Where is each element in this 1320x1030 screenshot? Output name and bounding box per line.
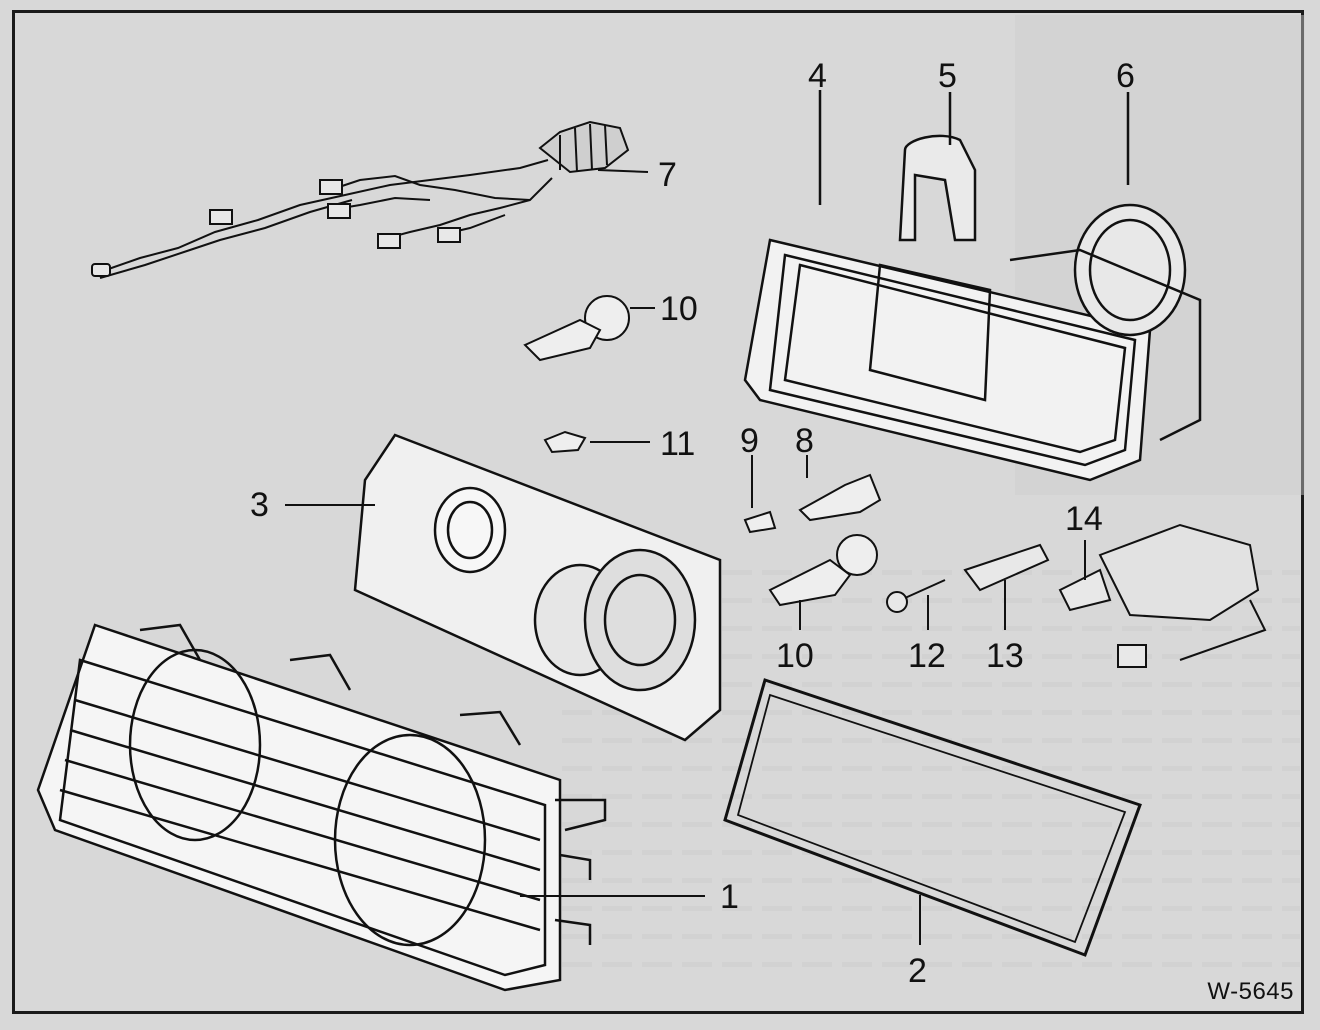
callout-7: 7 [658,156,677,194]
callout-10-upper: 10 [660,290,698,328]
figure-id: W-5645 [1207,978,1294,1005]
callout-4: 4 [808,57,827,95]
callout-8: 8 [795,422,814,460]
callout-11: 11 [660,425,695,463]
parts-8-9-10-bulbs [743,455,882,630]
callout-3: 3 [250,486,269,524]
callout-13: 13 [986,637,1024,675]
callout-labels: 1 2 3 4 5 6 7 8 9 10 10 11 12 13 14 [250,57,1135,990]
part-7-wiring-harness [91,120,649,279]
callout-1: 1 [720,878,739,916]
part-11-small-bulb [543,430,650,454]
part-10-upper-bulb [523,295,655,362]
part-3-reflector [285,433,722,742]
callout-2: 2 [908,952,927,990]
part-4-headlight-housing [743,90,1202,482]
callout-14: 14 [1065,500,1103,538]
callout-6: 6 [1116,57,1135,95]
part-1-headlight-lens [36,623,705,992]
callout-10-lower: 10 [776,637,814,675]
callout-9: 9 [740,422,759,460]
part-2-gasket [723,678,1142,957]
parts-12-13-14-adjusters [886,523,1267,668]
callout-5: 5 [938,57,957,95]
callout-12: 12 [908,637,946,675]
figure-frame [12,10,1304,1014]
